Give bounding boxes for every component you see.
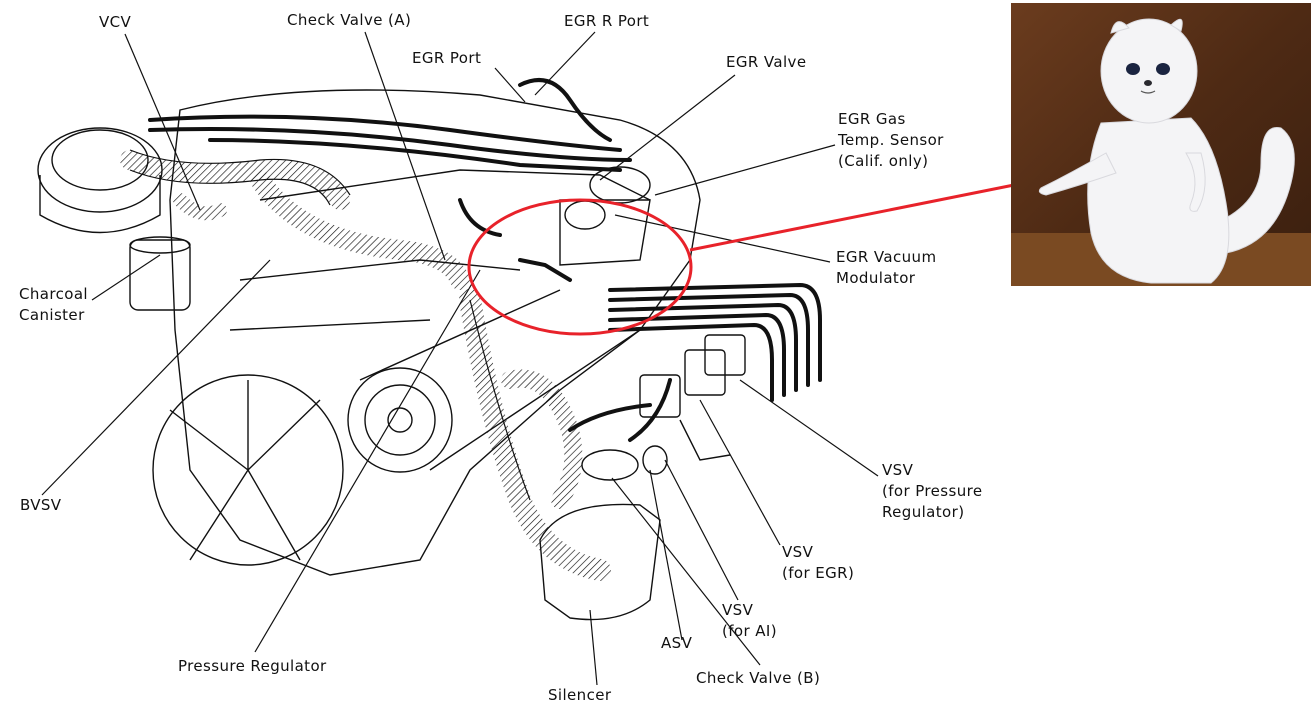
- label-vsv-pressure-regulator: VSV (for Pressure Regulator): [882, 461, 983, 521]
- engine-body: [37, 89, 746, 621]
- label-vsv-ai: VSV (for AI): [722, 601, 777, 640]
- label-egr-valve: EGR Valve: [726, 53, 807, 71]
- label-egr-gas-temp-sensor: EGR Gas Temp. Sensor (Calif. only): [838, 110, 944, 170]
- highlight-pointer: [689, 183, 1015, 252]
- label-egr-port: EGR Port: [412, 49, 482, 67]
- leader-lines: [41, 31, 879, 686]
- label-silencer: Silencer: [548, 686, 612, 704]
- label-asv: ASV: [661, 634, 693, 652]
- cat-photo-illustration: [1011, 3, 1311, 286]
- vacuum-lines: [148, 78, 822, 442]
- label-pressure-regulator: Pressure Regulator: [178, 657, 327, 675]
- label-vcv: VCV: [99, 13, 132, 31]
- label-bvsv: BVSV: [20, 496, 62, 514]
- label-charcoal-canister: Charcoal Canister: [19, 285, 88, 324]
- label-egr-r-port: EGR R Port: [564, 12, 650, 30]
- hatched-hoses: [120, 150, 611, 581]
- hose-outlines: [129, 149, 531, 501]
- label-check-valve-a: Check Valve (A): [287, 11, 412, 29]
- label-check-valve-b: Check Valve (B): [696, 669, 821, 687]
- label-egr-vacuum-modulator: EGR Vacuum Modulator: [836, 248, 937, 287]
- cat-photo: [1011, 3, 1311, 286]
- highlight-circle: [467, 198, 693, 336]
- label-vsv-egr: VSV (for EGR): [782, 543, 855, 582]
